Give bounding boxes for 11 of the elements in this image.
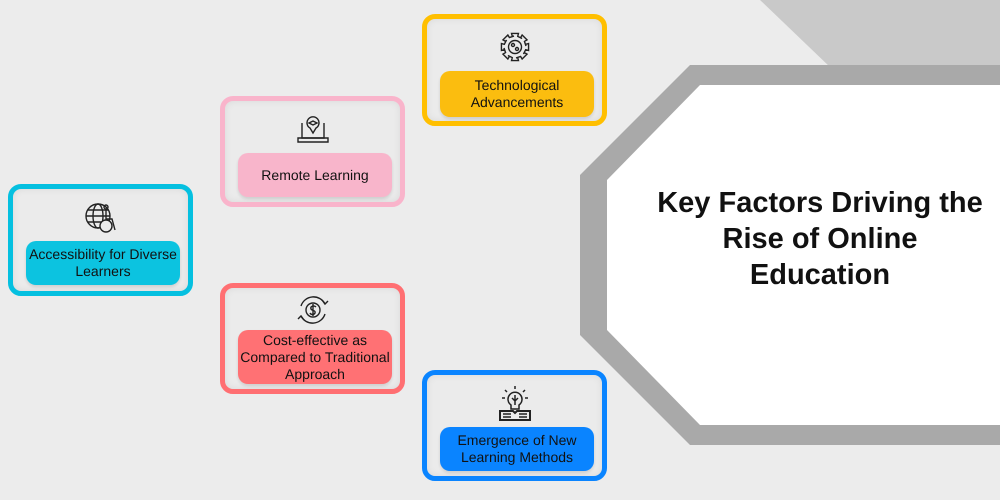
octagon-label: Key Factors Driving the Rise of Online Education <box>656 186 984 293</box>
factor-card <box>422 370 607 481</box>
factor-label: Remote Learning <box>238 153 392 197</box>
factor-label: Emergence of New Learning Methods <box>440 427 594 471</box>
factor-label: Accessibility for Diverse Learners <box>26 241 180 285</box>
factor-label: Cost-effective as Compared to Traditional Approach <box>238 330 392 384</box>
factor-label: Technological Advancements <box>440 71 594 117</box>
factor-card <box>220 283 405 394</box>
factor-card <box>8 184 193 296</box>
factor-card <box>422 14 607 126</box>
factor-card <box>220 96 405 207</box>
